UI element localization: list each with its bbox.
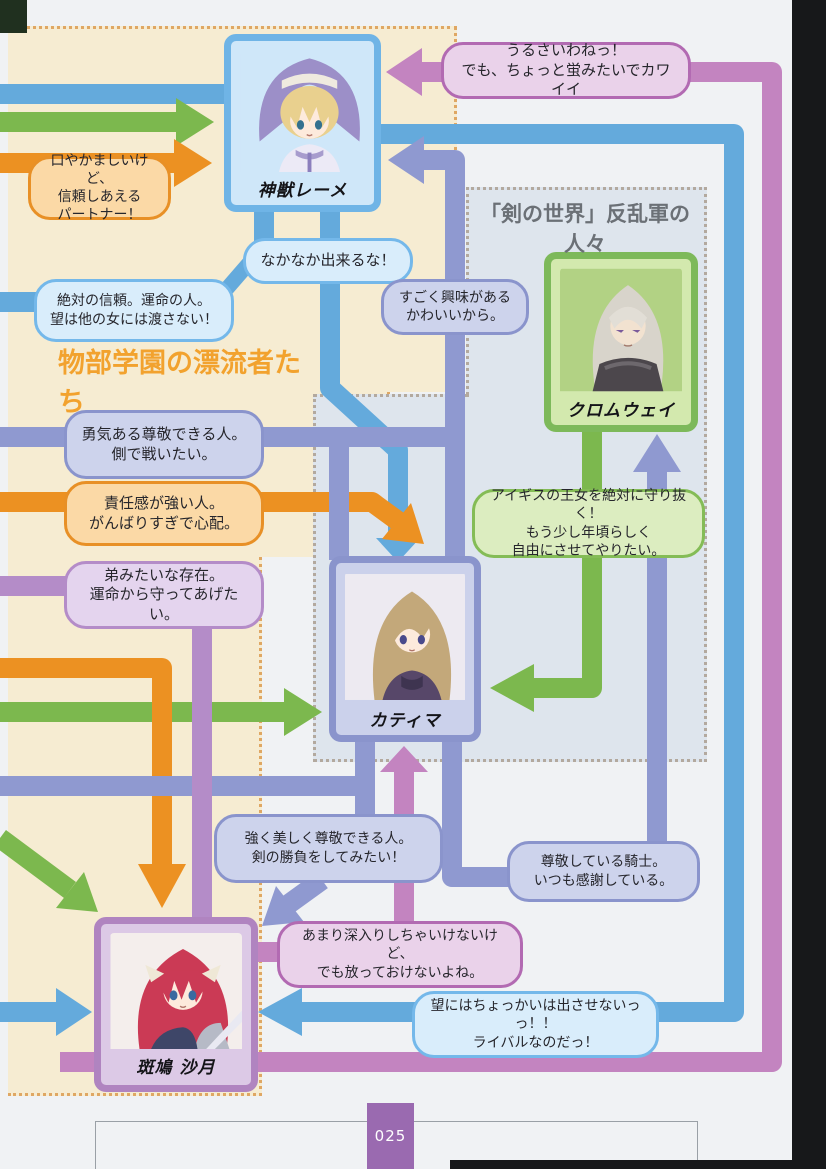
speech-bubble-responsible: 責任感が強い人。 がんばりすぎで心配。 — [64, 481, 264, 546]
scan-corner-mark — [0, 0, 27, 33]
orange-arrowheads — [138, 139, 424, 908]
character-name: クロムウェイ — [567, 401, 675, 421]
green-arrowheads — [56, 98, 534, 912]
group-title-rebels: 「剣の世界」反乱軍の人々 — [480, 202, 690, 256]
speech-bubble-not-bad: なかなか出来るな！ — [243, 238, 413, 284]
portrait-katima — [345, 572, 465, 706]
speech-bubble-little-brother: 弟みたいな存在。 運命から守ってあげたい。 — [64, 561, 264, 629]
character-card-katima: カティマ — [329, 556, 481, 742]
portrait-cromwey — [560, 268, 682, 396]
speech-bubble-brave-respect: 勇気ある尊敬できる人。 側で戦いたい。 — [64, 410, 264, 479]
speech-bubble-respected-knight: 尊敬している騎士。 いつも感謝している。 — [507, 841, 700, 902]
periwinkle-arrowheads — [262, 136, 681, 926]
speech-bubble-protect-princess: アイギスの王女を絶対に守り抜く！ もう少し年頃らしく 自由にさせてやりたい。 — [472, 488, 705, 559]
character-card-reme: 神獣レーメ — [224, 34, 381, 212]
speech-bubble-absolute-trust: 絶対の信頼。運命の人。 望は他の女には渡さない！ — [34, 279, 234, 342]
character-card-ikaruga: 斑鳩 沙月 — [94, 917, 258, 1092]
scan-edge-right — [792, 0, 826, 1169]
speech-bubble-interested: すごく興味がある かわいいから。 — [381, 279, 529, 335]
scan-edge-bottom — [450, 1160, 826, 1169]
speech-bubble-rival: 望にはちょっかいは出させないっっ！！ ライバルなのだっ！ — [412, 991, 659, 1058]
page-number-tab: 025 — [367, 1103, 414, 1169]
speech-bubble-duel: 強く美しく尊敬できる人。 剣の勝負をしてみたい！ — [214, 814, 443, 883]
pink-arrowheads — [380, 48, 428, 772]
group-title-monobe: 物部学園の漂流者たち — [58, 348, 301, 418]
character-name: 神獣レーメ — [257, 181, 348, 201]
portrait-ikaruga — [110, 933, 242, 1053]
character-name: 斑鳩 沙月 — [136, 1058, 216, 1078]
character-card-cromwey: クロムウェイ — [544, 252, 698, 432]
speech-bubble-noisy-but-cute: うるさいわねっ！ でも、ちょっと蛍みたいでカワイイ — [441, 41, 691, 99]
blue-arrowheads — [56, 538, 420, 1036]
portrait-reme — [240, 50, 365, 176]
speech-bubble-cant-leave-alone: あまり深入りしちゃいけないけど、 でも放っておけないよね。 — [277, 921, 523, 988]
speech-bubble-partner: 口やかましいけど、 信頼しあえる パートナー！ — [28, 153, 171, 223]
character-name: カティマ — [369, 711, 441, 731]
lavender-paths — [0, 576, 212, 920]
page-number: 025 — [374, 1127, 407, 1145]
